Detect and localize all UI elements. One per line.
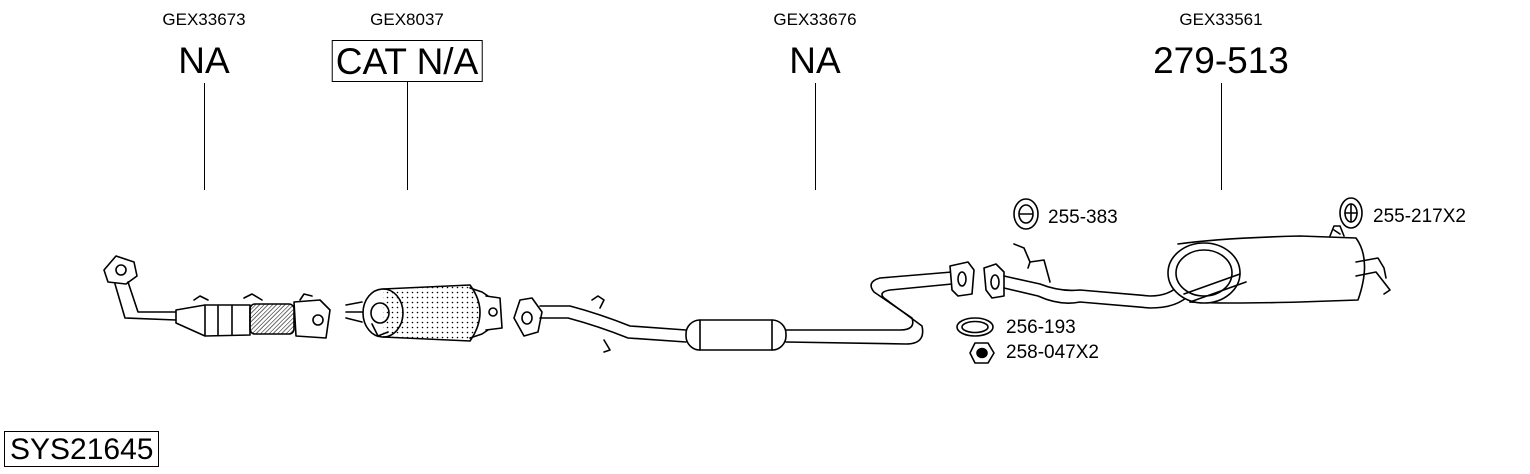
accessory-label-gasket: 256-193 [1006, 317, 1076, 338]
rubber-hanger-icon [1013, 198, 1039, 230]
part-code-catalyst: GEX8037 [370, 10, 444, 29]
part-code-center-pipe: GEX33676 [773, 10, 857, 29]
accessory-label-nut: 258-047X2 [1006, 342, 1099, 363]
part-number-rear-silencer: 279-513 [1153, 40, 1289, 81]
leader-line-catalyst [407, 82, 408, 190]
leader-line-rear-silencer [1221, 83, 1222, 190]
accessory-label-hanger-1: 255-383 [1048, 207, 1118, 228]
front-pipe-drawing [103, 255, 331, 339]
rubber-hanger-icon [1339, 197, 1363, 229]
leader-line-front-pipe [204, 83, 205, 190]
part-number-front-pipe: NA [178, 40, 230, 81]
center-pipe-drawing [513, 261, 975, 353]
part-number-catalyst: CAT N/A [331, 40, 483, 82]
rear-silencer-drawing [983, 225, 1391, 309]
part-number-center-pipe: NA [789, 40, 841, 81]
gasket-ring-icon [956, 317, 994, 337]
accessory-label-hanger-2: 255-217X2 [1373, 206, 1466, 227]
system-number-label: SYS21645 [4, 431, 160, 467]
part-code-rear-silencer: GEX33561 [1179, 10, 1263, 29]
part-code-front-pipe: GEX33673 [162, 10, 246, 29]
flange-nut-icon [969, 342, 995, 364]
catalyst-drawing [345, 284, 503, 342]
leader-line-center-pipe [815, 83, 816, 190]
